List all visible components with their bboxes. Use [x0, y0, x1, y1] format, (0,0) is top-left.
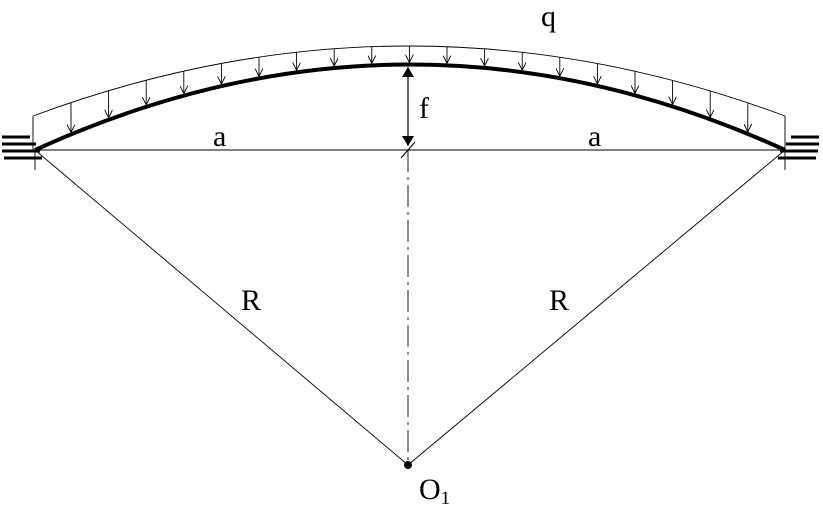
rise-tick: [400, 141, 416, 159]
load-label: q: [541, 0, 556, 33]
center-point: [404, 461, 412, 469]
left-fixed-support: [2, 135, 42, 170]
center-label: O1: [419, 473, 450, 508]
radius-label-right: R: [549, 284, 569, 317]
center-label-subscript: 1: [441, 488, 451, 508]
half-span-label-left: a: [213, 120, 226, 153]
rise-label: f: [419, 92, 429, 125]
half-span-label-right: a: [588, 120, 601, 153]
load-arrows: [71, 46, 748, 131]
radius-label-left: R: [241, 284, 261, 317]
radius-line-left: [34, 149, 409, 466]
radius-line-right: [407, 149, 786, 466]
center-label-main: O: [419, 473, 441, 506]
right-fixed-support: [778, 135, 819, 170]
arch-curve: [34, 62, 786, 152]
